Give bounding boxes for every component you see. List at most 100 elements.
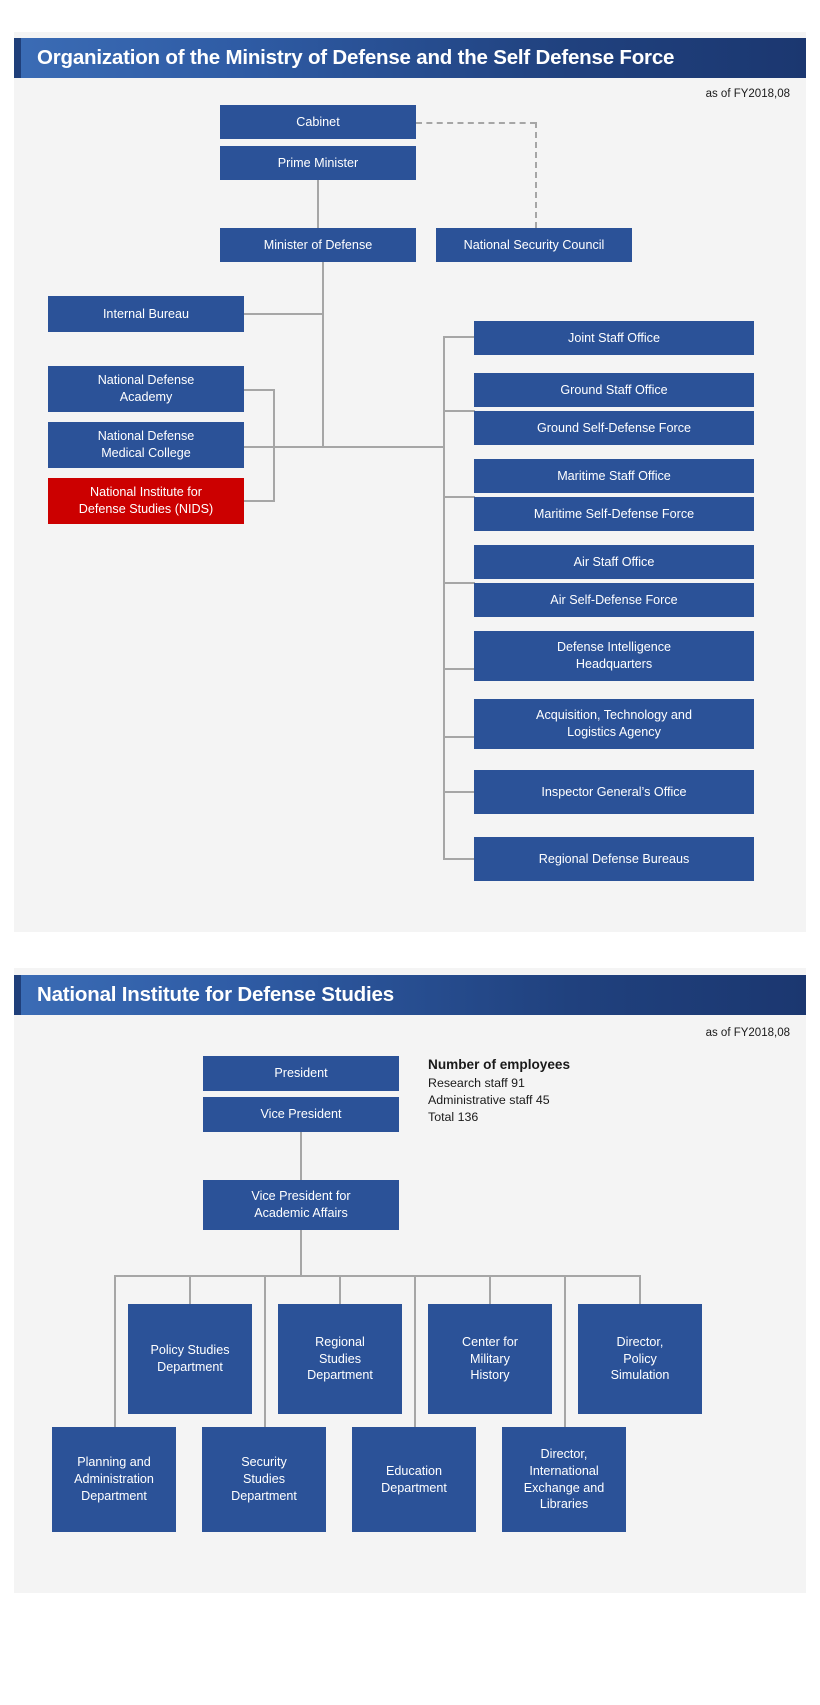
box-maritime-staff-office[interactable]: Maritime Staff Office bbox=[474, 459, 754, 493]
connector-ground-pair bbox=[443, 410, 475, 412]
box-maritime-self-defense-force-label: Maritime Self-Defense Force bbox=[533, 506, 695, 521]
box-minister-of-defense[interactable]: Minister of Defense bbox=[220, 228, 416, 262]
mod-section-title: Organization of the Ministry of Defense … bbox=[37, 46, 675, 69]
box-director-intl-exchange-line4: Libraries bbox=[539, 1497, 589, 1512]
connector-inspector-general-office bbox=[443, 791, 475, 793]
connector-right-spine bbox=[443, 336, 445, 860]
box-policy-studies-line2: Department bbox=[157, 1360, 223, 1374]
box-education-department[interactable]: Education Department bbox=[352, 1427, 476, 1532]
box-joint-staff-office[interactable]: Joint Staff Office bbox=[474, 321, 754, 355]
box-prime-minister-label: Prime Minister bbox=[277, 155, 359, 170]
box-acquisition-technology-logistics-agency[interactable]: Acquisition, Technology and Logistics Ag… bbox=[474, 699, 754, 749]
box-cabinet-label: Cabinet bbox=[296, 114, 340, 129]
box-security-studies-line2: Studies bbox=[242, 1472, 285, 1487]
box-vice-president-academic-affairs[interactable]: Vice President for Academic Affairs bbox=[203, 1180, 399, 1230]
employees-research-staff: Research staff 91 bbox=[428, 1076, 525, 1091]
box-director-international-exchange-libraries[interactable]: Director, International Exchange and Lib… bbox=[502, 1427, 626, 1532]
box-air-self-defense-force[interactable]: Air Self-Defense Force bbox=[474, 583, 754, 617]
connector-departments-distribution-bar bbox=[114, 1275, 639, 1277]
box-security-studies-department[interactable]: Security Studies Department bbox=[202, 1427, 326, 1532]
box-director-policy-simulation-line1: Director, bbox=[616, 1334, 664, 1349]
box-regional-studies-line1: Regional bbox=[315, 1334, 365, 1349]
box-prime-minister[interactable]: Prime Minister bbox=[220, 146, 416, 180]
box-planning-administration-line3: Department bbox=[81, 1488, 147, 1503]
box-nids-label-line1: National Institute for bbox=[89, 485, 202, 500]
connector-maritime-pair bbox=[443, 496, 475, 498]
connector-joint-staff-office bbox=[443, 336, 475, 338]
box-minister-of-defense-label: Minister of Defense bbox=[263, 237, 373, 252]
box-center-military-history-line2: Military bbox=[470, 1351, 510, 1366]
box-president-label: President bbox=[274, 1066, 328, 1081]
box-atla-label-line1: Acquisition, Technology and bbox=[536, 708, 692, 723]
box-vice-president-label: Vice President bbox=[260, 1107, 342, 1122]
box-cabinet[interactable]: Cabinet bbox=[220, 105, 416, 139]
box-nids[interactable]: National Institute for Defense Studies (… bbox=[48, 478, 244, 524]
box-planning-administration-department[interactable]: Planning and Administration Department bbox=[52, 1427, 176, 1532]
box-air-staff-office[interactable]: Air Staff Office bbox=[474, 545, 754, 579]
box-ground-staff-office-label: Ground Staff Office bbox=[560, 382, 668, 397]
box-inspector-generals-office-label: Inspector General’s Office bbox=[541, 784, 687, 799]
box-president[interactable]: President bbox=[203, 1056, 399, 1091]
box-internal-bureau[interactable]: Internal Bureau bbox=[48, 296, 244, 332]
box-planning-administration-line1: Planning and bbox=[77, 1455, 151, 1470]
nids-section-title: National Institute for Defense Studies bbox=[37, 983, 394, 1006]
box-regional-studies-department[interactable]: Regional Studies Department bbox=[278, 1304, 402, 1414]
connector-vp-to-vp-academic bbox=[300, 1132, 302, 1180]
box-center-military-history-line1: Center for bbox=[462, 1334, 518, 1349]
box-national-defense-academy-label-line1: National Defense bbox=[97, 373, 195, 388]
box-regional-defense-bureaus[interactable]: Regional Defense Bureaus bbox=[474, 837, 754, 881]
box-regional-studies-line2: Studies bbox=[318, 1351, 361, 1366]
box-ground-self-defense-force[interactable]: Ground Self-Defense Force bbox=[474, 411, 754, 445]
box-director-intl-exchange-line2: International bbox=[529, 1463, 599, 1478]
box-center-for-military-history[interactable]: Center for Military History bbox=[428, 1304, 552, 1414]
box-ndmc-label-line1: National Defense bbox=[97, 429, 195, 444]
connector-mod-trunk bbox=[322, 262, 324, 448]
box-education-department-line2: Department bbox=[381, 1480, 447, 1495]
box-defense-intelligence-hq-label-line2: Headquarters bbox=[575, 657, 653, 671]
box-national-defense-academy-label-line2: Academy bbox=[119, 390, 173, 404]
connector-defense-intelligence-hq bbox=[443, 668, 475, 670]
box-national-defense-academy[interactable]: National Defense Academy bbox=[48, 366, 244, 412]
box-air-staff-office-label: Air Staff Office bbox=[573, 554, 655, 569]
connector-nids-stub bbox=[244, 500, 274, 502]
box-regional-defense-bureaus-label: Regional Defense Bureaus bbox=[538, 851, 690, 866]
box-nids-label-line2: Defense Studies (NIDS) bbox=[78, 502, 214, 516]
box-national-security-council-label: National Security Council bbox=[463, 237, 605, 252]
box-director-intl-exchange-line1: Director, bbox=[540, 1447, 588, 1462]
connector-internal-bureau bbox=[244, 313, 324, 315]
box-director-policy-simulation[interactable]: Director, Policy Simulation bbox=[578, 1304, 702, 1414]
connector-drop-planning-administration bbox=[114, 1275, 116, 1427]
box-policy-studies-department[interactable]: Policy Studies Department bbox=[128, 1304, 252, 1414]
box-internal-bureau-label: Internal Bureau bbox=[102, 306, 190, 321]
connector-ndmc-stub bbox=[244, 446, 324, 448]
box-vp-academic-label-line2: Academic Affairs bbox=[254, 1206, 348, 1220]
box-national-defense-medical-college[interactable]: National Defense Medical College bbox=[48, 422, 244, 468]
box-maritime-staff-office-label: Maritime Staff Office bbox=[557, 468, 671, 483]
connector-regional-defense-bureaus bbox=[443, 858, 475, 860]
box-national-security-council[interactable]: National Security Council bbox=[436, 228, 632, 262]
box-vp-academic-label-line1: Vice President for bbox=[251, 1189, 351, 1204]
box-air-self-defense-force-label: Air Self-Defense Force bbox=[550, 592, 678, 607]
connector-drop-security-studies bbox=[264, 1275, 266, 1427]
connector-vp-academic-drop bbox=[300, 1230, 302, 1276]
box-regional-studies-line3: Department bbox=[307, 1368, 373, 1383]
box-vice-president[interactable]: Vice President bbox=[203, 1097, 399, 1132]
box-atla-label-line2: Logistics Agency bbox=[567, 725, 661, 739]
box-defense-intelligence-headquarters[interactable]: Defense Intelligence Headquarters bbox=[474, 631, 754, 681]
box-inspector-generals-office[interactable]: Inspector General’s Office bbox=[474, 770, 754, 814]
mod-asof-caption: as of FY2018,08 bbox=[705, 88, 790, 100]
box-ground-self-defense-force-label: Ground Self-Defense Force bbox=[537, 420, 691, 435]
nids-section-title-bar: National Institute for Defense Studies bbox=[14, 975, 806, 1015]
dashed-link-cabinet-horizontal bbox=[416, 122, 536, 124]
box-director-intl-exchange-line3: Exchange and bbox=[523, 1480, 605, 1495]
connector-drop-regional-studies bbox=[339, 1275, 341, 1304]
mod-section-title-bar: Organization of the Ministry of Defense … bbox=[14, 38, 806, 78]
box-ndmc-label-line2: Medical College bbox=[101, 446, 191, 460]
connector-air-pair bbox=[443, 582, 475, 584]
box-ground-staff-office[interactable]: Ground Staff Office bbox=[474, 373, 754, 407]
box-security-studies-line3: Department bbox=[231, 1488, 297, 1503]
box-director-policy-simulation-line3: Simulation bbox=[610, 1368, 670, 1383]
box-maritime-self-defense-force[interactable]: Maritime Self-Defense Force bbox=[474, 497, 754, 531]
employees-administrative-staff: Administrative staff 45 bbox=[428, 1093, 550, 1108]
